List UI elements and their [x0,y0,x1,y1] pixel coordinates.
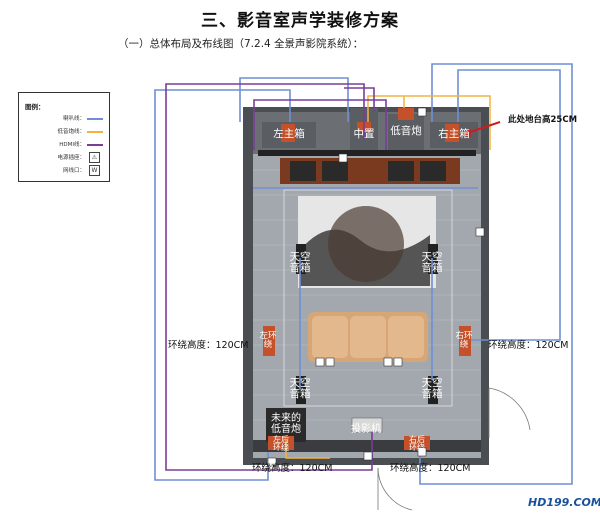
legend-row-sub-wire: 低音炮线： [19,126,111,138]
projector-label: 投影机 [351,424,381,435]
center-label: 中置 [353,128,375,140]
ceiling-rear-left-speaker [296,376,306,404]
rear-height-right: 环绕高度：120CM [390,463,471,474]
cabinet-unit [290,161,316,181]
ceiling-rear-right-speaker [428,376,438,404]
screen-bar [258,150,476,156]
surround-right-label: 右环 绕 [455,331,473,350]
legend-label: 喇叭线： [62,116,85,122]
projector-body [351,417,383,433]
cabinet-unit [322,161,348,181]
cabinet-unit [388,161,414,181]
legend: 图例： 喇叭线： 低音炮线： HDMI线： 电源插座： ⚠ 网线口： W [18,92,110,182]
screen-art-circle [328,206,404,282]
right-main-speaker [445,124,459,142]
sub-wire-swatch [87,131,103,133]
left-main-label: 左主箱 [273,128,305,140]
legend-row-hdmi: HDMI线： [19,139,111,151]
rear-left-label: 左后 环绕 [273,435,289,453]
surround-height-right: 环绕高度：120CM [488,340,569,351]
door-arc-bottom [377,467,413,511]
surround-right-speaker [459,326,471,356]
sub-wires [285,95,491,459]
legend-row-speaker-wire: 喇叭线： [19,113,111,125]
legend-label: 低音炮线： [57,129,85,135]
ceiling-front-right-speaker [428,244,438,274]
door-arc-right [488,387,531,431]
rear-right-label: 右后 环绕 [409,435,425,453]
page-title: 三、影音室声学装修方案 [201,11,399,31]
left-main-speaker [281,124,295,142]
watermark-logo: HD199.COM [528,496,600,509]
page-subtitle: （一）总体布局及布线图（7.2.4 全景声影院系统）： [118,38,364,50]
legend-label: HDMI线： [59,142,85,148]
power-sockets [267,107,485,467]
ceiling-rear-left-label: 天空 音箱 [289,377,311,401]
future-sub-label: 未来的 低音炮 [271,413,301,435]
platform-arrowhead [462,128,471,137]
surround-left-label: 左环 绕 [259,331,277,350]
sofa-seat [388,316,424,358]
legend-label: 电源插座： [57,155,85,161]
layout-guides [283,189,453,407]
cabinet-unit [420,161,446,181]
legend-row-power: 电源插座： ⚠ [19,152,111,164]
speaker-wires [154,63,573,485]
rear-height-left: 环绕高度：120CM [252,463,333,474]
surround-left-speaker [263,326,275,356]
sub-speaker [398,108,414,120]
ceiling-rear-right-label: 天空 音箱 [421,377,443,401]
legend-title: 图例： [25,103,45,111]
speaker-wire-swatch [87,118,103,120]
legend-label: 网线口： [62,168,85,174]
sofa-seat [350,316,386,358]
hdmi-wire-swatch [87,144,103,146]
rear-left-speaker [268,436,294,450]
hdmi-wires [165,83,387,471]
rear-right-speaker [404,436,430,450]
subwoofer-label: 低音炮 [390,125,422,137]
right-main-label: 右主箱 [438,128,470,140]
ceiling-front-left-label: 天空 音箱 [289,251,311,275]
network-port-icon: W [89,165,100,176]
power-socket-icon: ⚠ [89,152,100,163]
platform-note: 此处地台高25CM [508,115,578,125]
surround-height-left: 环绕高度：120CM [168,340,249,351]
legend-row-network: 网线口： W [19,165,111,177]
ceiling-front-right-label: 天空 音箱 [421,251,443,275]
sofa-seat [312,316,348,358]
ceiling-front-left-speaker [296,244,306,274]
